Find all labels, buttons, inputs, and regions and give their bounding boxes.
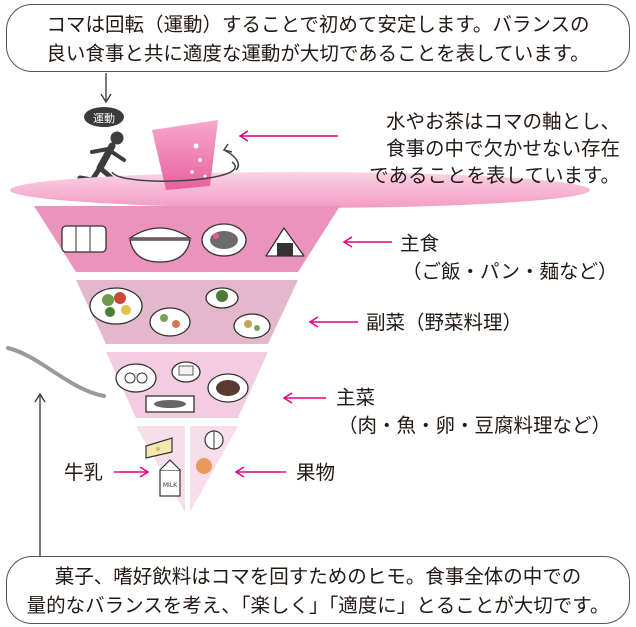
fruit-pointer (234, 466, 286, 478)
milk-pointer (114, 466, 150, 478)
string-curve (6, 346, 106, 398)
bottom-note-pointer (34, 392, 46, 556)
apple-icon (204, 430, 224, 450)
top-note-line2: 良い食事と共に適度な運動が大切であることを表しています。 (46, 42, 590, 65)
milk-label: 牛乳 (64, 461, 104, 484)
water-note-pointer (238, 130, 338, 142)
salad-platter-icon (89, 287, 143, 325)
egg-dish-icon (115, 363, 157, 393)
rotation-arrow (111, 143, 240, 182)
fruit-layer (190, 426, 238, 512)
water-note-line1: 水やお茶はコマの軸とし、 (385, 110, 620, 133)
water-cup-icon (152, 120, 218, 190)
soup-bowl-icon (233, 313, 271, 339)
milk-carton-icon: MILK (159, 459, 181, 497)
cheese-icon (145, 437, 173, 459)
meat-dish-icon (207, 373, 249, 403)
greens-dish-icon (205, 287, 239, 309)
vegetable-bowl-icon (149, 307, 191, 337)
bottom-note-line2: 量的なバランスを考え、「楽しく」「適度に」とることが大切です。 (26, 594, 610, 617)
exercise-badge-label: 運動 (93, 111, 115, 125)
bread-icon (61, 225, 107, 253)
top-note-box: コマは回転（運動）することで初めて安定します。バランスの 良い食事と共に適度な運… (6, 4, 630, 72)
exercise-badge: 運動 (84, 107, 124, 127)
rice-ball-icon (265, 227, 305, 257)
main-label: 主菜 (336, 386, 376, 409)
top-note-pointer (100, 73, 112, 104)
fish-dish-icon (145, 395, 195, 413)
bottom-note-box: 菓子、嗜好飲料はコマを回すためのヒモ。食事全体の中での 量的なバランスを考え、「… (6, 556, 630, 624)
staple-detail: （ご飯・パン・麺など） (402, 260, 618, 283)
side-pointer (308, 316, 358, 328)
fruit-label: 果物 (296, 461, 336, 484)
main-detail: （肉・魚・卵・豆腐料理など） (338, 414, 612, 437)
bottom-note-line1: 菓子、嗜好飲料はコマを回すためのヒモ。食事全体の中での (54, 565, 582, 588)
staple-pointer (342, 236, 392, 248)
milk-carton-label: MILK (163, 482, 178, 489)
rice-bowl-icon (128, 227, 192, 263)
staple-label: 主食 (400, 232, 440, 255)
main-pointer (282, 392, 326, 404)
staple-layer (34, 206, 340, 272)
orange-icon (196, 458, 212, 474)
top-note-line1: コマは回転（運動）することで初めて安定します。バランスの (46, 13, 590, 36)
water-note-line3: であることを表しています。 (369, 164, 620, 187)
side-label: 副菜（野菜料理） (366, 311, 523, 334)
noodle-bowl-icon (201, 223, 247, 257)
tofu-dish-icon (171, 361, 201, 383)
water-note-line2: 食事の中で欠かせない存在 (385, 137, 620, 160)
water-note: 水やお茶はコマの軸とし、 食事の中で欠かせない存在 であることを表しています。 (369, 108, 620, 189)
